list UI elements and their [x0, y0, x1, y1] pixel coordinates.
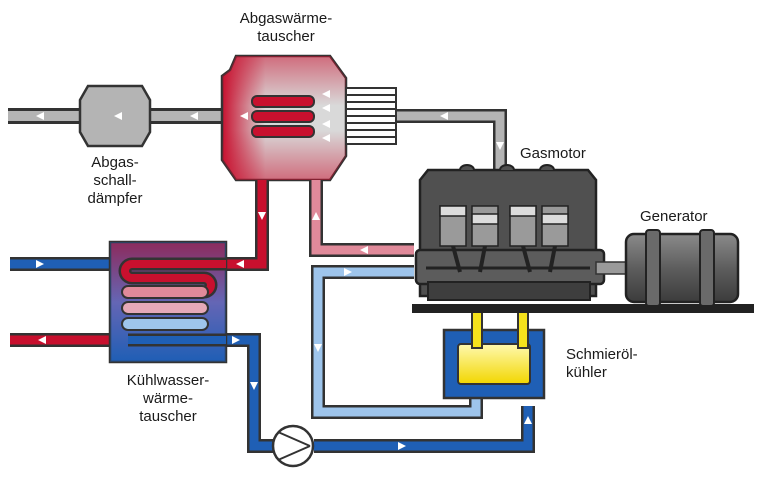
- label-coolant-heat-exchanger: Kühlwasser- wärme- tauscher: [126, 372, 210, 425]
- hot-water-loop: [10, 180, 414, 347]
- label-gas-engine: Gasmotor: [520, 145, 586, 162]
- label-oil-cooler: Schmieröl- kühler: [566, 346, 638, 381]
- label-exhaust-heat-exchanger: Abgaswärme- tauscher: [239, 10, 333, 45]
- drive-shaft: [595, 261, 627, 275]
- generator-icon: [624, 229, 740, 307]
- gas-engine: [414, 164, 606, 301]
- oil-cooler: [442, 311, 546, 400]
- label-generator: Generator: [640, 208, 708, 225]
- base-plate: [412, 304, 754, 313]
- exhaust-heat-exchanger: [220, 54, 397, 182]
- piston-icon: [426, 205, 590, 273]
- pump-icon: [271, 424, 315, 468]
- label-exhaust-silencer: Abgas- schall- dämpfer: [87, 154, 143, 207]
- heat-exchanger-fins: [345, 87, 397, 145]
- coolant-heat-exchanger: [108, 240, 228, 364]
- flow-arrow-icon: [36, 90, 532, 450]
- heat-exchanger-coil: [251, 95, 315, 138]
- coolant-coil: [118, 257, 226, 347]
